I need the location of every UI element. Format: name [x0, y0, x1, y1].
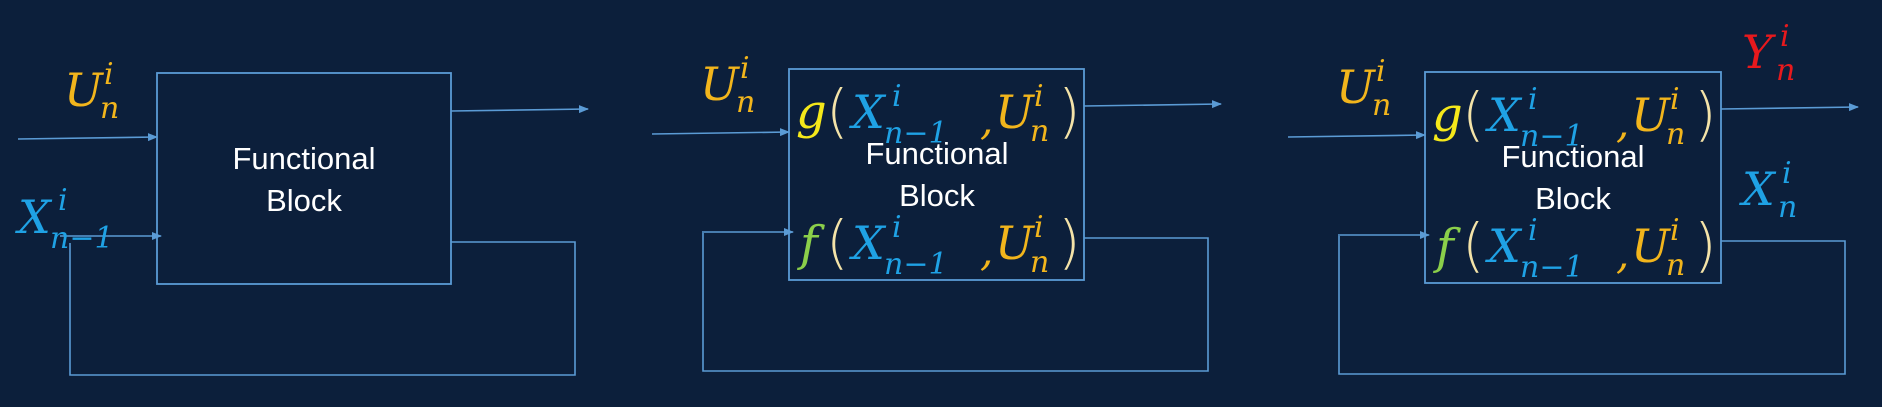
svg-text:,: ,: [980, 226, 993, 275]
block-2-label-line1: Functional: [865, 136, 1008, 171]
svg-text:): ): [1058, 77, 1081, 145]
svg-text:U: U: [1631, 88, 1672, 142]
svg-text:n−1: n−1: [1520, 119, 1584, 154]
output-arrow-1: [450, 105, 589, 114]
diagram-1: Functional Block U i n X i n−1: [15, 57, 589, 376]
svg-text:): ): [1694, 80, 1717, 148]
svg-text:X: X: [1739, 162, 1777, 216]
math-g-function-2: g ( X i n−1 , U i n ): [796, 77, 1081, 151]
math-u-n-i-1: U i n: [64, 57, 119, 126]
svg-text:U: U: [995, 85, 1036, 139]
svg-text:n: n: [100, 91, 119, 126]
svg-text:): ): [1694, 211, 1717, 279]
svg-text:X: X: [1485, 219, 1523, 273]
svg-text:f: f: [1433, 219, 1461, 275]
svg-text:n: n: [736, 85, 755, 120]
svg-text:(: (: [826, 77, 849, 145]
svg-text:i: i: [104, 57, 114, 92]
svg-text:X: X: [849, 85, 887, 139]
math-u-n-i-3: U i n: [1336, 54, 1391, 123]
math-f-function-3: f ( X i n−1 , U i n ): [1433, 211, 1717, 285]
math-f-function-2: f ( X i n−1 , U i n ): [797, 208, 1081, 282]
svg-text:n−1: n−1: [884, 116, 948, 151]
diagram-3: Functional Block U i n Y i n X i n g ( X: [1287, 19, 1859, 375]
svg-text:i: i: [1034, 79, 1044, 114]
svg-text:i: i: [1670, 82, 1680, 117]
svg-text:i: i: [1528, 82, 1538, 117]
svg-text:i: i: [1782, 156, 1792, 191]
svg-text:i: i: [1528, 213, 1538, 248]
functional-block-2: [788, 68, 1085, 281]
output-arrow-2: [1083, 100, 1222, 109]
svg-text:i: i: [1670, 213, 1680, 248]
svg-text:n: n: [1776, 53, 1795, 88]
feedback-loop-1: [69, 241, 576, 376]
math-x-n-minus-1-i-1: X i n−1: [15, 183, 114, 256]
math-x-n-i-3: X i n: [1739, 156, 1797, 225]
svg-text:n−1: n−1: [884, 247, 948, 282]
svg-text:U: U: [64, 63, 105, 117]
svg-text:(: (: [1462, 211, 1485, 279]
svg-text:n: n: [1778, 190, 1797, 225]
svg-text:X: X: [849, 216, 887, 270]
svg-text:n: n: [1030, 245, 1049, 280]
svg-text:X: X: [1485, 88, 1523, 142]
svg-text:(: (: [1462, 80, 1485, 148]
feedback-loop-3: [1338, 236, 1846, 375]
svg-text:f: f: [797, 216, 825, 272]
svg-text:i: i: [892, 210, 902, 245]
svg-text:,: ,: [1616, 229, 1629, 278]
svg-text:U: U: [995, 216, 1036, 270]
svg-text:i: i: [1376, 54, 1386, 89]
svg-text:g: g: [1432, 87, 1463, 143]
svg-text:n−1: n−1: [50, 221, 114, 256]
svg-text:i: i: [740, 51, 750, 86]
svg-text:g: g: [796, 84, 827, 140]
svg-text:n: n: [1666, 117, 1685, 152]
svg-text:,: ,: [1616, 98, 1629, 147]
block-2-label-line2: Block: [899, 178, 975, 213]
block-1-label-line1: Functional: [232, 141, 375, 176]
svg-text:n−1: n−1: [1520, 250, 1584, 285]
input-u-arrow-1: [17, 133, 158, 142]
svg-text:n: n: [1666, 248, 1685, 283]
svg-text:n: n: [1030, 114, 1049, 149]
block-3-label-line2: Block: [1535, 181, 1611, 216]
svg-text:i: i: [1780, 19, 1790, 54]
feedback-loop-2: [702, 233, 1209, 372]
functional-block-3: [1424, 71, 1722, 284]
svg-text:n: n: [1372, 88, 1391, 123]
diagram-2: Functional Block U i n g ( X i n−1 , U i…: [651, 51, 1222, 372]
svg-text:i: i: [58, 183, 68, 218]
math-g-function-3: g ( X i n−1 , U i n ): [1432, 80, 1717, 154]
block-1-label-line2: Block: [266, 183, 342, 218]
output-arrow-3: [1720, 103, 1859, 112]
svg-text:X: X: [15, 190, 53, 244]
svg-text:): ): [1058, 208, 1081, 276]
svg-text:i: i: [1034, 210, 1044, 245]
svg-text:(: (: [826, 208, 849, 276]
svg-text:U: U: [700, 57, 741, 111]
svg-text:,: ,: [980, 95, 993, 144]
input-u-arrow-3: [1287, 131, 1426, 140]
svg-text:i: i: [892, 79, 902, 114]
svg-text:Y: Y: [1742, 25, 1777, 79]
functional-block-1: [156, 72, 452, 285]
math-y-n-i-3: Y i n: [1742, 19, 1795, 88]
input-u-arrow-2: [651, 128, 790, 137]
svg-text:U: U: [1336, 60, 1377, 114]
svg-text:U: U: [1631, 219, 1672, 273]
math-u-n-i-2: U i n: [700, 51, 755, 120]
block-3-label-line1: Functional: [1501, 139, 1644, 174]
